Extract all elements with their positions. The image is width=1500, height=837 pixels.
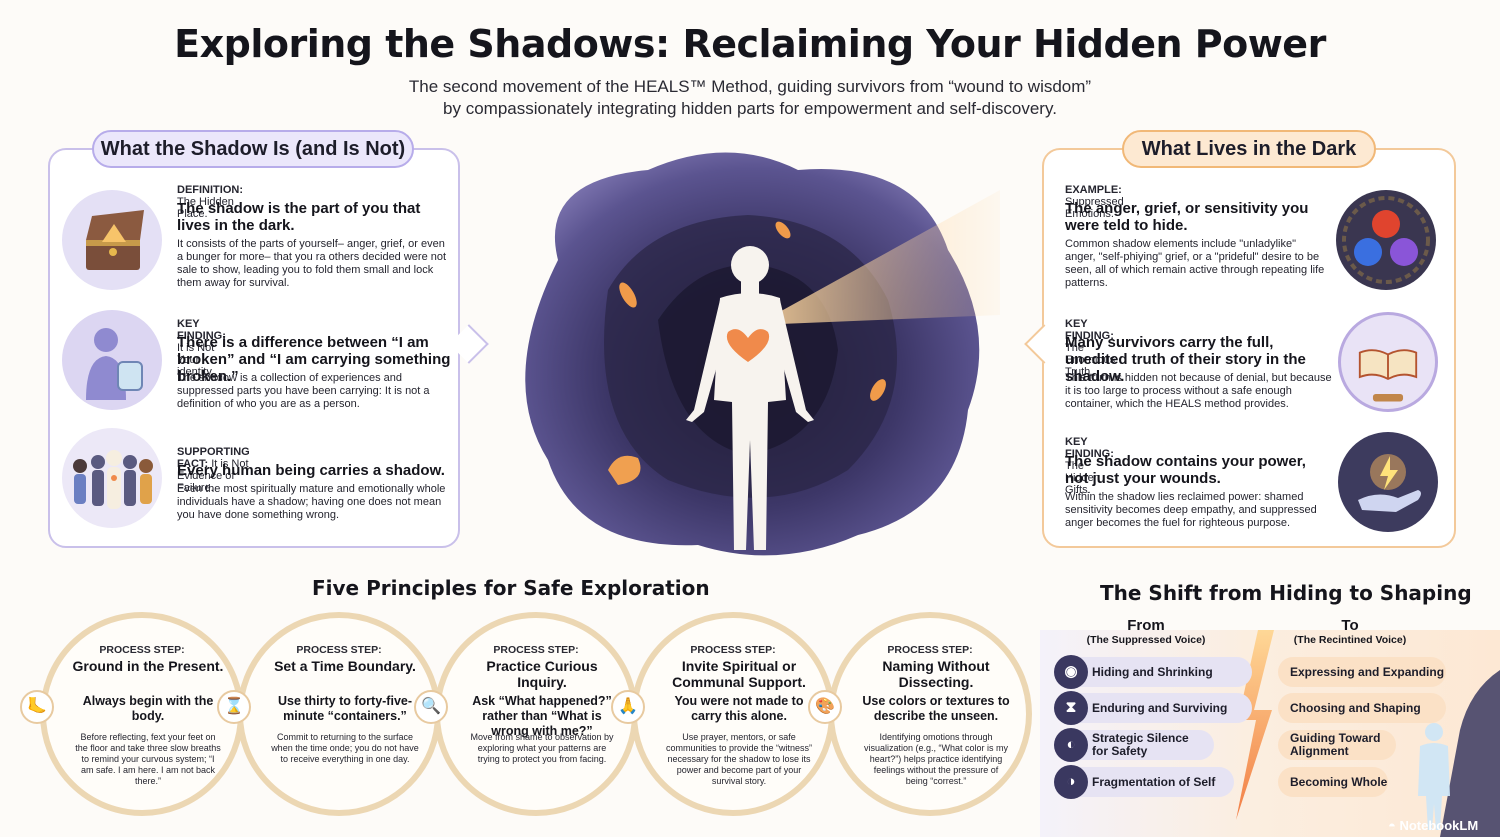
principle-step-label: PROCESS STEP:: [690, 644, 776, 656]
from-column-header: From (The Suppressed Voice): [1064, 617, 1228, 646]
heart-icon: [726, 329, 770, 362]
to-column-header: To (The Recintined Voice): [1270, 617, 1430, 646]
lightning-in-hand-icon: [1338, 432, 1438, 532]
color-swatch-icon: 🎨: [808, 690, 842, 724]
definition-headline: The shadow is the part of you that lives…: [177, 200, 421, 234]
shift-from-text: Enduring and Surviving: [1092, 700, 1228, 715]
principle-body: Identifying omotions through visualizati…: [863, 732, 1009, 786]
hourglass-icon: ⧗: [1054, 691, 1088, 725]
principle-headline: Use thirty to forty-five-minute “contain…: [277, 694, 413, 723]
principle-headline: Always begin with the body.: [82, 694, 214, 723]
shift-from-text: Hiding and Shrinking: [1092, 664, 1213, 679]
muted-head-icon: ◐: [1054, 728, 1088, 762]
emotion-orbs-icon: [1336, 190, 1436, 290]
enormous-truth-body: This truth is hidden not because of deni…: [1065, 372, 1332, 410]
to-subheader: (The Recintined Voice): [1293, 634, 1407, 646]
foot-icon: 🦶: [20, 690, 54, 724]
hidden-gifts-label-rest: The Hidden Gifts.: [1065, 460, 1100, 496]
principle-step-label: PROCESS STEP:: [99, 644, 185, 656]
failure-label: SUPPORTING FACT:: [177, 446, 250, 470]
definition-label-rest: The Hidden Place.: [177, 196, 234, 220]
page-subtitle: The second movement of the HEALS™ Method…: [300, 76, 1200, 120]
principle-body: Before reflecting, fext your feet on the…: [75, 732, 221, 786]
shift-from-row: ⧗ Enduring and Surviving: [1054, 691, 1252, 725]
subtitle-line-2: by compassionately integrating hidden pa…: [443, 99, 1057, 118]
brand-text: NotebookLM: [1399, 818, 1479, 833]
principle-card-support: PROCESS STEP: Invite Spiritual or Commun…: [631, 612, 835, 816]
principle-card-time: PROCESS STEP: Set a Time Boundary. Use t…: [237, 612, 441, 816]
example-label-rest: Suppressed Emotions.: [1065, 196, 1124, 220]
hidden-gifts-body: Within the shadow lies reclaimed power: …: [1065, 491, 1317, 529]
shadow-cave-illustration: [498, 140, 1000, 565]
fragmented-head-icon: ◑: [1054, 765, 1088, 799]
principle-title: Ground in the Present.: [72, 658, 224, 674]
shift-to-row: Becoming Whole: [1278, 767, 1388, 797]
what-lives-title: What Lives in the Dark: [1122, 130, 1376, 168]
failure-label-rest: It is Not Evidence of Failure.: [177, 458, 249, 494]
enormous-truth-headline: Many survivors carry the full, unedited …: [1065, 334, 1306, 385]
example-body: Common shadow elements include "unladyli…: [1065, 238, 1325, 289]
shift-to-text: Choosing and Shaping: [1290, 700, 1421, 715]
principle-card-inquiry: PROCESS STEP: Practice Curious Inquiry. …: [434, 612, 638, 816]
principle-step-label: PROCESS STEP:: [493, 644, 579, 656]
hidden-gifts-label: KEY FINDING:: [1065, 436, 1114, 460]
brand-watermark: ◓ NotebookLM: [1388, 818, 1479, 833]
example-headline: The anger, grief, or sensitivity you wer…: [1065, 200, 1309, 234]
identity-label: KEY FINDING:: [177, 318, 226, 342]
example-label: EXAMPLE:: [1065, 184, 1122, 196]
definition-label: DEFINITION:: [177, 184, 243, 196]
principle-card-naming: PROCESS STEP: Naming Without Dissecting.…: [828, 612, 1032, 816]
principle-title: Set a Time Boundary.: [274, 658, 416, 674]
shift-from-row: ◑ Fragmentation of Self: [1054, 765, 1234, 799]
enormous-truth-label: KEY FINDING:: [1065, 318, 1114, 342]
enormous-truth-label-rest: The Enormous Truth.: [1065, 342, 1116, 378]
hidden-gifts-headline: The shadow contains your power, not just…: [1065, 453, 1306, 487]
principles-title: Five Principles for Safe Exploration: [312, 576, 710, 600]
treasure-chest-icon: [62, 190, 162, 290]
praying-hands-icon: 🙏: [611, 690, 645, 724]
principle-body: Move from shame to observation by explor…: [470, 732, 614, 764]
shift-to-row: Choosing and Shaping: [1278, 693, 1446, 723]
definition-body: It consists of the parts of yourself– an…: [177, 238, 447, 289]
shift-title: The Shift from Hiding to Shaping: [1100, 581, 1472, 605]
principle-step-label: PROCESS STEP:: [296, 644, 382, 656]
subtitle-line-1: The second movement of the HEALS™ Method…: [408, 77, 1092, 96]
shift-to-text: Expressing and Expanding: [1290, 664, 1445, 679]
shift-to-row: Guiding Toward Alignment: [1278, 730, 1396, 760]
page-title: Exploring the Shadows: Reclaiming Your H…: [174, 22, 1326, 66]
identity-label-rest: It is Not Your identity.: [177, 342, 215, 378]
magnifier-question-icon: 🔍: [414, 690, 448, 724]
principle-body: Use prayer, mentors, or safe communities…: [665, 732, 813, 786]
group-of-people-icon: [62, 428, 162, 528]
identity-headline: There is a difference between “I am brok…: [177, 334, 451, 385]
shadow-definition-title: What the Shadow Is (and Is Not): [92, 130, 414, 168]
person-holding-jar-icon: [62, 310, 162, 410]
principle-title: Practice Curious Inquiry.: [486, 658, 598, 690]
principle-headline: Use colors or textures to describe the u…: [862, 694, 1010, 723]
book-in-globe-icon: [1338, 312, 1438, 412]
principle-title: Invite Spiritual or Communal Support.: [672, 658, 806, 690]
principle-title: Naming Without Dissecting.: [882, 658, 990, 690]
shift-from-row: ◉ Hiding and Shrinking: [1054, 655, 1252, 689]
principle-headline: You were not made to carry this alone.: [674, 694, 804, 723]
identity-body: The shadow is a collection of experience…: [177, 372, 430, 410]
to-header: To: [1341, 617, 1359, 634]
principle-body: Commit to returning to the surface when …: [271, 732, 419, 764]
shift-from-text: Strategic Silence for Safety: [1092, 731, 1189, 758]
human-figure: [686, 246, 814, 550]
shift-from-row: ◐ Strategic Silence for Safety: [1054, 728, 1214, 762]
hourglass-icon: ⌛: [217, 690, 251, 724]
shift-to-text: Guiding Toward Alignment: [1290, 731, 1381, 758]
from-subheader: (The Suppressed Voice): [1086, 634, 1206, 646]
principle-step-label: PROCESS STEP:: [887, 644, 973, 656]
shift-to-row: Expressing and Expanding: [1278, 657, 1446, 687]
from-header: From: [1127, 617, 1165, 634]
failure-body: Even the most spiritually mature and emo…: [177, 483, 446, 521]
shift-to-text: Becoming Whole: [1290, 774, 1388, 789]
principle-card-ground: PROCESS STEP: Ground in the Present. Alw…: [40, 612, 244, 816]
shift-from-text: Fragmentation of Self: [1092, 774, 1216, 789]
principle-headline: Ask “What happened?” rather than “What i…: [472, 694, 612, 738]
hidden-eye-icon: ◉: [1054, 655, 1088, 689]
failure-headline: Every human being carries a shadow.: [177, 462, 445, 479]
